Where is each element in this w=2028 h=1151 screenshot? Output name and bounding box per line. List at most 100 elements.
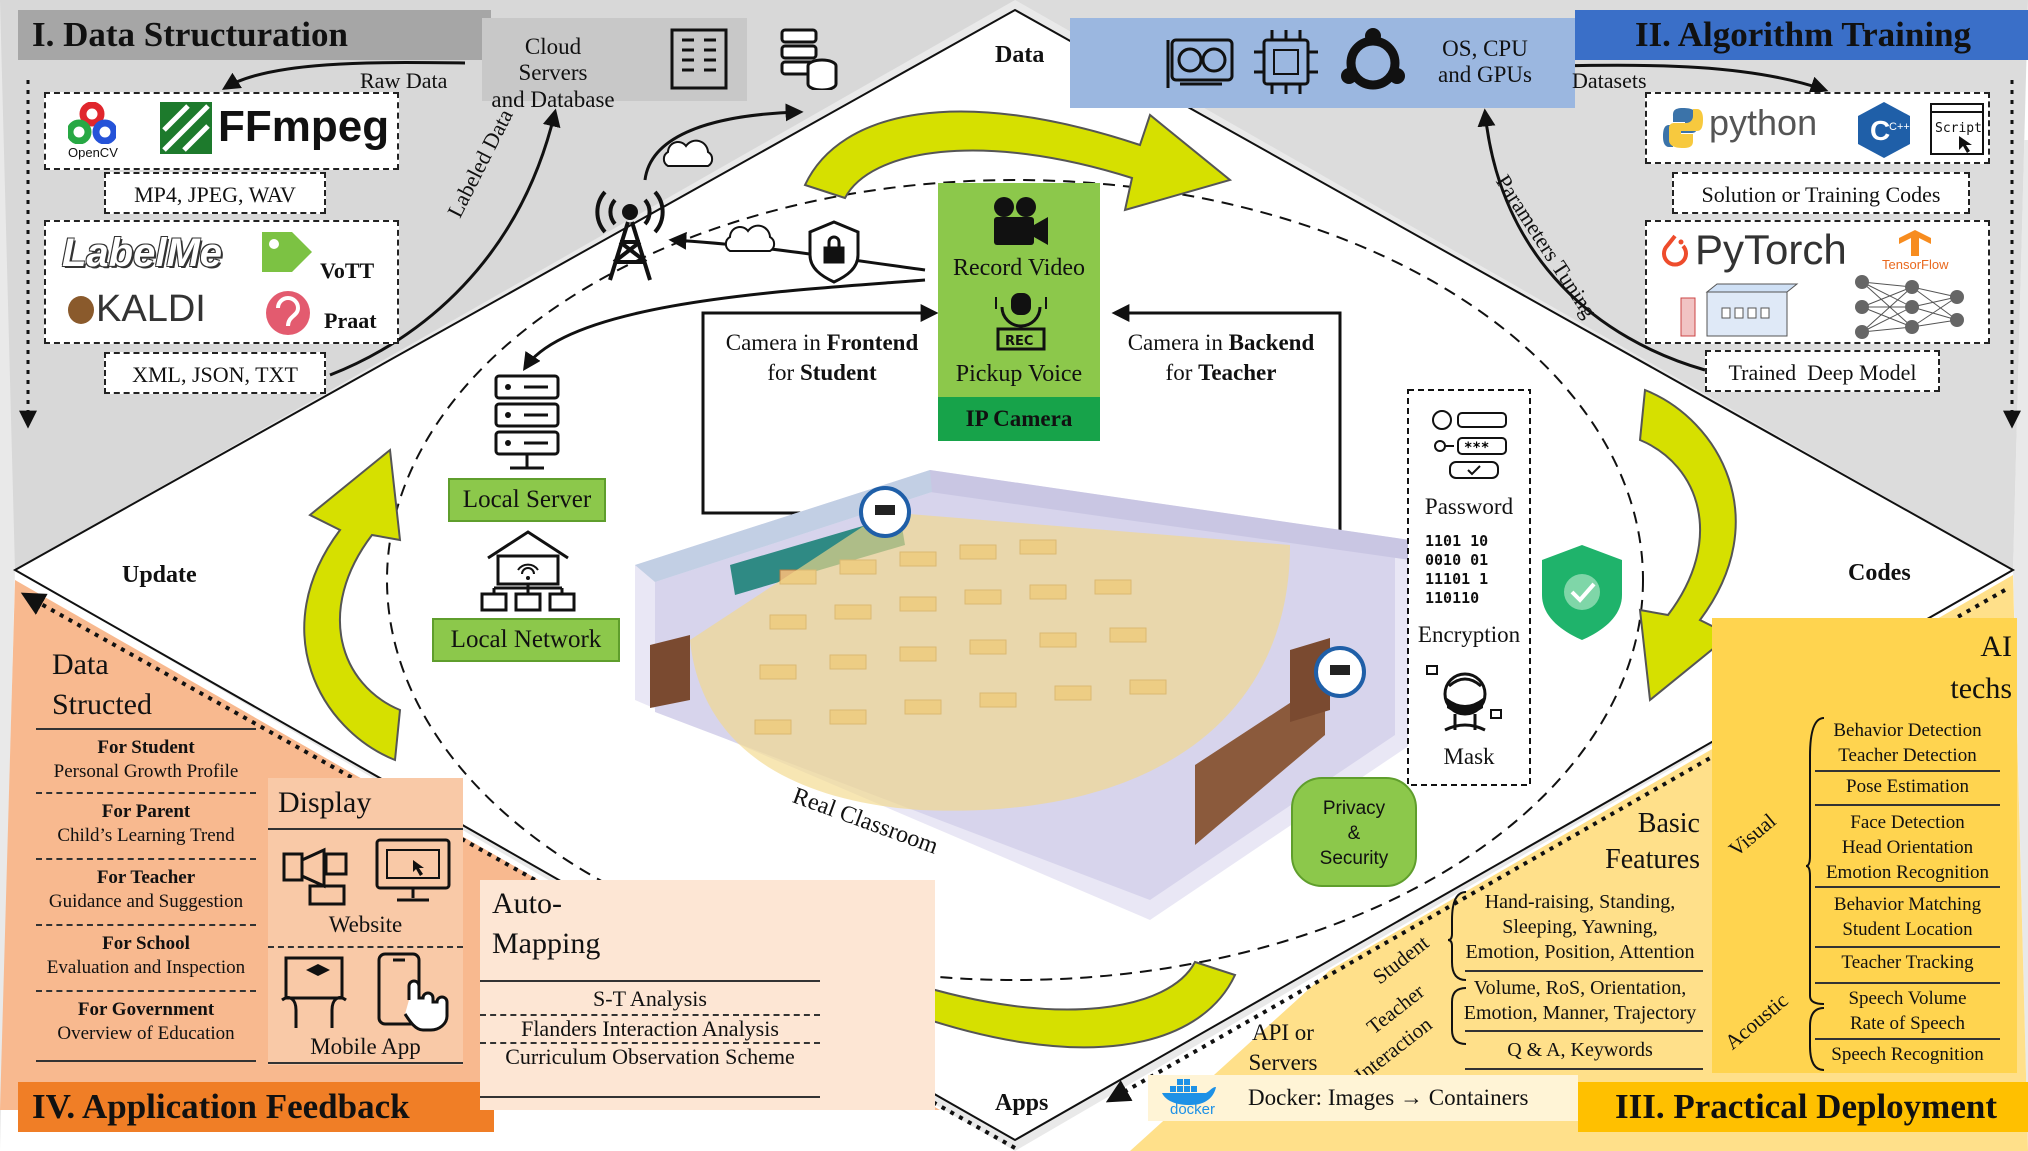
ai-techs-label: AI techs <box>1950 630 2012 705</box>
os-gpu-label: OS, CPU and GPUs <box>1438 36 1532 88</box>
svg-text:Script: Script <box>1935 121 1982 136</box>
local-server-label: Local Server <box>448 478 606 522</box>
local-network-label: Local Network <box>432 618 620 662</box>
cpu-icon <box>1254 28 1318 96</box>
presentation-icon <box>280 836 350 908</box>
monitor-icon <box>373 836 453 906</box>
server-rack-icon <box>670 28 728 90</box>
record-video-label: Record Video <box>952 255 1086 281</box>
gpu-icon <box>1166 32 1236 92</box>
display-label: Display <box>278 786 372 819</box>
opencv-logo <box>66 101 118 145</box>
praat-label: Praat <box>324 308 377 333</box>
cloud-icon <box>662 139 776 252</box>
classroom-ellipse <box>386 179 1644 981</box>
feature-brackets <box>1448 891 1467 1045</box>
mobile-app-label: Mobile App <box>310 1034 421 1059</box>
ip-camera-box: Record Video REC Pickup Voice IP Camera <box>938 183 1100 441</box>
shield-check-icon <box>1542 545 1622 640</box>
classroom-illustration <box>635 470 1410 920</box>
ai-item-speech-recognition: Speech Recognition <box>1831 1044 1984 1065</box>
docker-whale-icon <box>1160 1077 1218 1107</box>
trained-model-box: Trained Deep Model <box>1705 350 1940 392</box>
opencv-label: OpenCV <box>68 145 118 160</box>
mapping-item-flanders: Flanders Interaction Analysis <box>521 1016 779 1041</box>
raw-data-label: Raw Data <box>360 68 448 93</box>
flow-label-apps: Apps <box>995 1090 1049 1116</box>
display-panel: Display Website Mobile App <box>268 778 463 1065</box>
label-formats-box: XML, JSON, TXT <box>104 352 326 394</box>
svg-text:REC: REC <box>1005 334 1033 349</box>
labelme-logo: LabelMe <box>62 231 223 275</box>
cloud-servers-panel: Cloud Servers and Database <box>482 18 747 112</box>
encryption-label: Encryption <box>1417 622 1521 647</box>
solution-codes-box: Solution or Training Codes <box>1672 172 1970 214</box>
mobile-touch-icon <box>373 950 451 1032</box>
database-icon <box>780 28 840 92</box>
svg-text:***: *** <box>1464 440 1489 456</box>
codes-flow-arrow <box>1638 388 1737 702</box>
quadrant-title-data-structuration: I. Data Structuration <box>18 10 491 60</box>
auto-mapping-label: Auto- Mapping <box>492 887 601 960</box>
ai-techs-panel: AI techs Visual Acoustic Behavior Detect… <box>1712 618 2017 1073</box>
interaction-features: Q & A, Keywords <box>1507 1039 1653 1061</box>
vott-logo <box>258 228 314 276</box>
mask-label: Mask <box>1443 744 1495 769</box>
quadrant-title-application-feedback: IV. Application Feedback <box>18 1082 494 1132</box>
hardware-panel: OS, CPU and GPUs <box>1070 18 1575 108</box>
ffmpeg-label: FFmpeg <box>218 102 390 151</box>
cnn-diagram-icon <box>1677 280 1802 340</box>
docker-logo-text: docker <box>1170 1101 1216 1118</box>
ai-item-teacher-tracking: Teacher Tracking <box>1841 952 1974 973</box>
ai-item-speech-volume: Speech Volume Rate of Speech <box>1848 988 1967 1034</box>
ai-item-behavior-matching: Behavior Matching Student Location <box>1833 894 1982 940</box>
antenna-tower-icon <box>595 190 665 281</box>
python-logo <box>1663 106 1703 150</box>
neural-network-icon <box>1852 272 1972 342</box>
auto-mapping-panel: Auto- Mapping S-T Analysis Flanders Inte… <box>480 880 935 1110</box>
ip-camera-label: IP Camera <box>938 397 1100 441</box>
solution-codes-label: Solution or Training Codes <box>1701 182 1941 207</box>
lock-shield-icon <box>808 220 860 284</box>
python-label: python <box>1709 102 1818 143</box>
script-icon: Script <box>1929 102 1985 156</box>
tensorflow-logo <box>1895 228 1935 258</box>
media-formats-box: MP4, JPEG, WAV <box>104 172 326 214</box>
ai-item-pose-estimation: Pose Estimation <box>1846 776 1969 797</box>
flow-label-update: Update <box>122 562 197 588</box>
student-features: Hand-raising, Standing, Sleeping, Yawnin… <box>1465 891 1695 963</box>
media-tools-box: OpenCV FFmpeg <box>44 92 399 170</box>
local-server-icon <box>490 372 565 472</box>
face-mask-icon <box>1425 660 1505 732</box>
voice-recorder-icon: REC <box>992 291 1050 351</box>
praat-logo <box>264 288 312 338</box>
website-label: Website <box>328 912 403 937</box>
mapping-item-curriculum: Curriculum Observation Scheme <box>505 1044 795 1069</box>
password-icon: *** <box>1430 408 1510 480</box>
api-servers-label: API or Servers <box>1248 1020 1318 1075</box>
label-formats-label: XML, JSON, TXT <box>132 362 298 387</box>
pytorch-logo <box>1659 232 1691 270</box>
datasets-label: Datasets <box>1572 68 1647 93</box>
kaldi-logo <box>66 294 96 326</box>
data-flow-arrow <box>803 110 1233 212</box>
ubuntu-icon <box>1338 28 1408 98</box>
vott-label: VoTT <box>320 258 375 283</box>
docker-strip: docker Docker: Images → Containers <box>1148 1075 1578 1121</box>
mapping-item-st-analysis: S-T Analysis <box>593 986 707 1011</box>
ai-item-face-detection: Face Detection Head Orientation Emotion … <box>1825 812 1990 883</box>
pickup-voice-label: Pickup Voice <box>955 361 1083 387</box>
labeling-tools-box: LabelMe VoTT KALDI Praat <box>44 220 399 344</box>
kaldi-label: KALDI <box>96 288 206 330</box>
network-house-icon <box>478 528 578 620</box>
